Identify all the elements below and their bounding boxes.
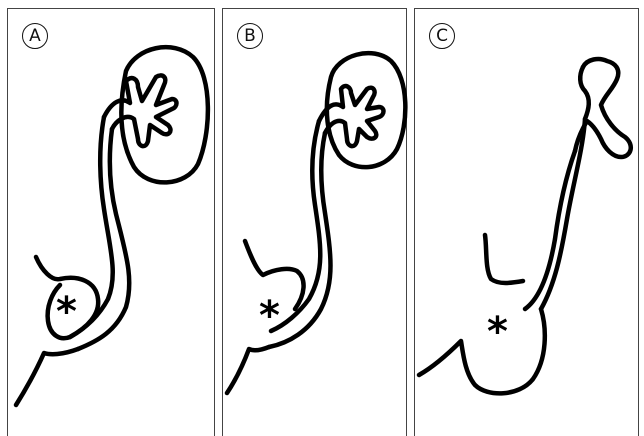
urinary-tract-sketch-c	[415, 9, 640, 429]
urinary-tract-sketch-a	[8, 9, 216, 429]
urinary-tract-sketch-b	[223, 9, 408, 429]
asterisk-marker: *	[259, 296, 280, 336]
panel-c: C *	[414, 8, 639, 436]
panel-b: B *	[222, 8, 407, 436]
asterisk-marker: *	[56, 292, 77, 332]
panel-a: A *	[7, 8, 215, 436]
asterisk-marker: *	[487, 312, 508, 352]
